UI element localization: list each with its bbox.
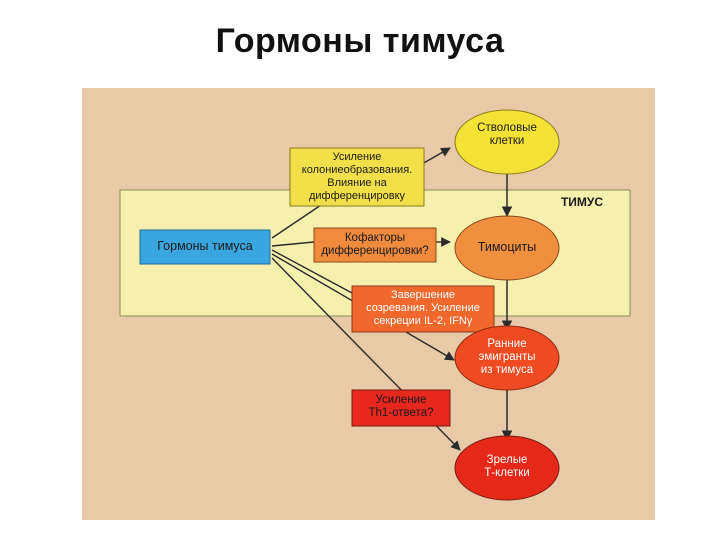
colony-effect-label: Усиление колониеобразования. Влияние на … — [301, 151, 413, 202]
thymus-region-label: ТИМУС — [560, 195, 604, 209]
th1-box — [351, 389, 451, 427]
slide-title: Гормоны тимуса — [215, 22, 505, 60]
hormones-box — [139, 229, 271, 265]
hormones-box-label: Гормоны тимуса — [157, 239, 253, 253]
thymocytes-label: Тимоциты — [477, 240, 537, 254]
early-emigrants-label: Ранние эмигранты из тимуса — [478, 338, 536, 376]
mature-cells-label: Зрелые Т-клетки — [484, 454, 530, 479]
arrow-to-stem-cells — [421, 147, 451, 165]
stem-cells-label: Стволовые клетки — [477, 122, 537, 147]
completion-label: Завершение созревания. Усиление секреции… — [366, 289, 480, 327]
stem-cells-ellipse — [454, 109, 560, 175]
th1-label: Усиление Th1-ответа? — [368, 394, 434, 419]
emigrants-ellipse — [454, 325, 560, 391]
cofactors-box — [313, 227, 437, 263]
cofactors-label: Кофакторы дифференцировки? — [321, 232, 429, 257]
mature-cells-ellipse — [454, 435, 560, 501]
thymocytes-ellipse — [454, 215, 560, 281]
arrow-hormone-line-3 — [271, 249, 353, 294]
arrow-hormone-line-2 — [271, 241, 315, 247]
colony-effect-box — [289, 147, 425, 207]
completion-box — [351, 285, 495, 333]
thymus-hormones-diagram: ТИМУС Гормоны тимуса Стволовые клетки Ти… — [82, 88, 655, 520]
diagram-canvas — [82, 88, 655, 520]
